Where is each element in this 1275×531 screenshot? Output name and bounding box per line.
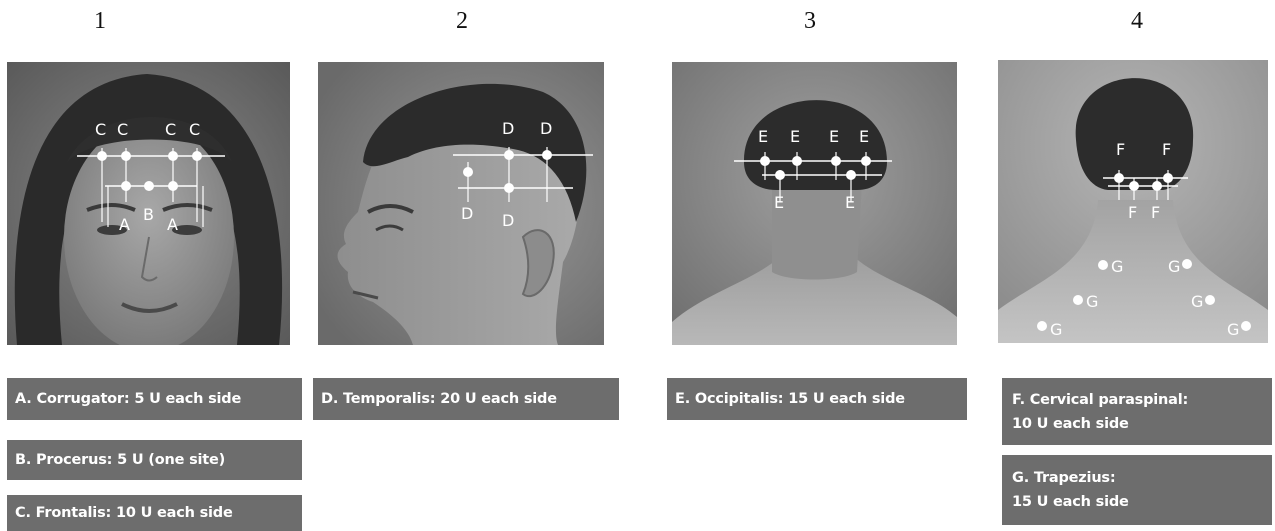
panel-side-profile: D D D D [318,62,604,345]
injection-site-g3 [1073,295,1083,305]
injection-site-d3 [463,167,473,177]
injection-site-e4 [861,156,871,166]
panel-back-head: E E E E E E [672,62,957,345]
marker-label: D [540,119,552,138]
marker-label: E [845,193,855,212]
marker-label: E [829,127,839,146]
panel-neck-shoulders: F F F F G G G G G G [998,60,1268,343]
injection-site-e6 [846,170,856,180]
injection-site-b [144,181,154,191]
marker-label: G [1227,320,1239,339]
label-trapezius-line2: 15 U each side [1012,490,1129,514]
marker-label: G [1191,292,1203,311]
label-corrugator: A. Corrugator: 5 U each side [7,378,302,420]
injection-site-g2 [1182,259,1192,269]
label-frontalis: C. Frontalis: 10 U each side [7,495,302,531]
injection-site-g6 [1241,321,1251,331]
marker-label: E [790,127,800,146]
marker-label: D [502,119,514,138]
injection-site-f1 [1114,173,1124,183]
marker-label: C [117,120,128,139]
back-head-illustration: E E E E E E [672,62,957,345]
label-trapezius-line1: G. Trapezius: [1012,466,1115,490]
neck-shoulders-illustration: F F F F G G G G G G [998,60,1268,343]
injection-site-d1 [504,150,514,160]
marker-label: G [1111,257,1123,276]
injection-site-g4 [1205,295,1215,305]
marker-label: A [119,215,130,234]
marker-label: F [1162,140,1171,159]
injection-site-e1 [760,156,770,166]
label-occipitalis-text: E. Occipitalis: 15 U each side [675,391,905,407]
marker-label: E [859,127,869,146]
marker-label: A [167,215,178,234]
label-temporalis-text: D. Temporalis: 20 U each side [321,391,557,407]
panel-number-2: 2 [442,8,482,35]
panel-front-face: C C C C A B A [7,62,290,345]
label-procerus: B. Procerus: 5 U (one site) [7,440,302,480]
injection-site-a2 [168,181,178,191]
injection-site-g1 [1098,260,1108,270]
marker-label: C [165,120,176,139]
marker-label: E [758,127,768,146]
panel-number-4: 4 [1117,8,1157,35]
injection-site-f3 [1129,181,1139,191]
panel-number-1: 1 [80,8,120,35]
injection-site-d2 [542,150,552,160]
label-cervical-paraspinal-line1: F. Cervical paraspinal: [1012,388,1188,412]
label-temporalis: D. Temporalis: 20 U each side [313,378,619,420]
marker-label: F [1128,203,1137,222]
side-profile-illustration: D D D D [318,62,604,345]
panel-number-3: 3 [790,8,830,35]
injection-site-f4 [1152,181,1162,191]
injection-site-e2 [792,156,802,166]
marker-label: C [95,120,106,139]
label-corrugator-text: A. Corrugator: 5 U each side [15,391,241,407]
label-frontalis-text: C. Frontalis: 10 U each side [15,505,233,521]
injection-site-g5 [1037,321,1047,331]
marker-label: E [774,193,784,212]
label-procerus-text: B. Procerus: 5 U (one site) [15,452,225,468]
injection-site-d4 [504,183,514,193]
marker-label: D [502,211,514,230]
injection-site-a1 [121,181,131,191]
label-occipitalis: E. Occipitalis: 15 U each side [667,378,967,420]
injection-site-e5 [775,170,785,180]
marker-label: D [461,204,473,223]
marker-label: G [1168,257,1180,276]
injection-site-f2 [1163,173,1173,183]
marker-label: F [1151,203,1160,222]
injection-site-c1 [97,151,107,161]
label-cervical-paraspinal: F. Cervical paraspinal: 10 U each side [1002,378,1272,445]
marker-label: C [189,120,200,139]
injection-site-c4 [192,151,202,161]
marker-label: F [1116,140,1125,159]
injection-site-c3 [168,151,178,161]
injection-site-c2 [121,151,131,161]
label-cervical-paraspinal-line2: 10 U each side [1012,412,1129,436]
marker-label: B [143,205,154,224]
marker-label: G [1050,320,1062,339]
front-face-illustration: C C C C A B A [7,62,290,345]
marker-label: G [1086,292,1098,311]
label-trapezius: G. Trapezius: 15 U each side [1002,455,1272,525]
injection-site-e3 [831,156,841,166]
